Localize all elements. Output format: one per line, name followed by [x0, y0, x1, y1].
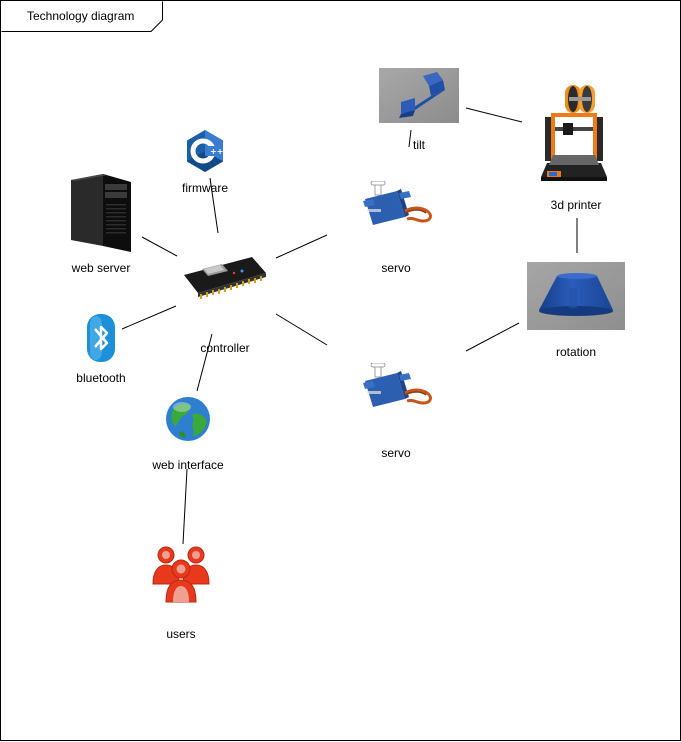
- controller-node[interactable]: [182, 251, 268, 301]
- servo-top-label: servo: [381, 261, 411, 275]
- printer-node[interactable]: [539, 83, 609, 187]
- controller-label: controller: [200, 341, 250, 355]
- cpp-logo-icon: ++: [187, 130, 223, 172]
- users-label: users: [166, 627, 196, 641]
- edge-webinterface-users: [182, 468, 188, 545]
- tilt-node[interactable]: [379, 68, 459, 123]
- edge-controller-webinterface: [196, 333, 213, 392]
- rotation-base-render-icon: [527, 262, 625, 330]
- servo-bottom-node[interactable]: [361, 362, 437, 413]
- rotation-node[interactable]: [527, 262, 625, 330]
- edge-tilt-label-tick: [408, 129, 412, 148]
- diagram-frame-title: Technology diagram: [1, 1, 163, 32]
- edge-rotation-servo-bottom: [465, 322, 520, 352]
- bluetooth-icon: [87, 314, 115, 362]
- servo-motor-icon: [363, 180, 432, 225]
- edge-bluetooth-controller: [121, 305, 177, 330]
- firmware-label: firmware: [181, 181, 229, 195]
- edge-webserver-controller: [141, 236, 178, 257]
- tilt-part-render-icon: [379, 68, 459, 123]
- server-tower-icon: [71, 174, 131, 252]
- users-icon: [152, 546, 210, 603]
- firmware-node[interactable]: ++: [185, 129, 225, 173]
- web-server-node[interactable]: [71, 174, 131, 254]
- tilt-label: tilt: [413, 138, 425, 152]
- printer-label: 3d printer: [550, 198, 602, 212]
- servo-bottom-label: servo: [381, 446, 411, 460]
- edge-tilt-printer: [465, 107, 523, 123]
- rotation-label: rotation: [555, 345, 597, 359]
- 3d-printer-icon: [541, 85, 607, 181]
- web-interface-label: web interface: [152, 458, 224, 472]
- edge-firmware-controller: [209, 177, 219, 234]
- microcontroller-board-icon: [184, 257, 266, 299]
- users-node[interactable]: [152, 544, 212, 604]
- servo-motor-icon: [363, 362, 432, 407]
- edge-controller-servo-top: [275, 234, 328, 259]
- globe-icon: [166, 397, 210, 441]
- diagram-title: Technology diagram: [27, 9, 135, 23]
- web-server-label: web server: [71, 261, 131, 275]
- edge-controller-servo-bottom: [275, 313, 328, 346]
- svg-text:++: ++: [210, 147, 223, 156]
- bluetooth-node[interactable]: [86, 313, 116, 363]
- web-interface-node[interactable]: [165, 396, 211, 442]
- bluetooth-label: bluetooth: [76, 371, 126, 385]
- servo-top-node[interactable]: [361, 180, 437, 231]
